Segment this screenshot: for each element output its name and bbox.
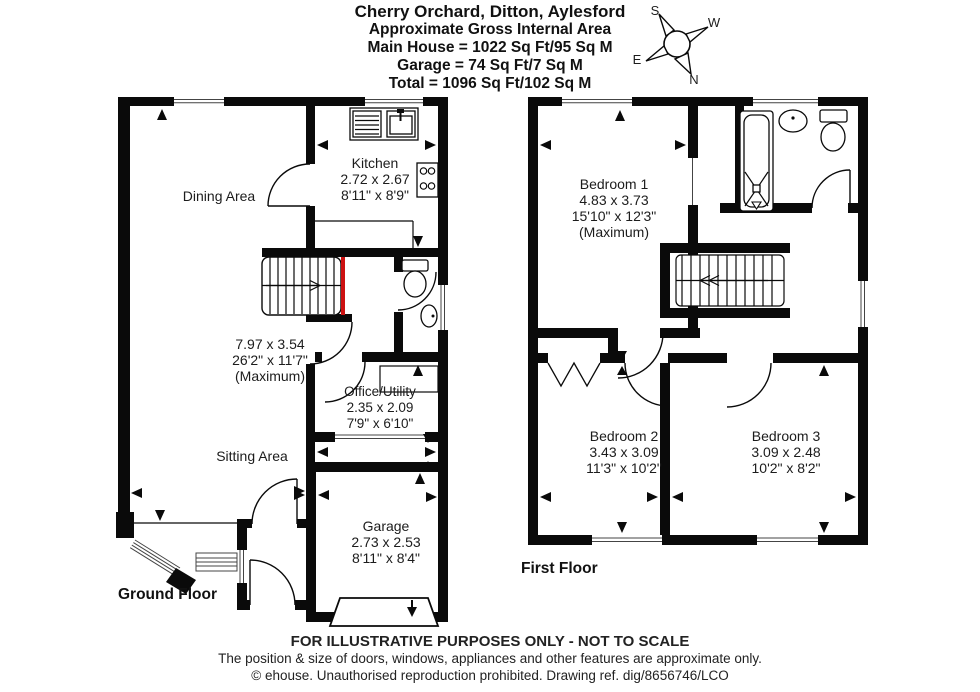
room-label-bedroom2: Bedroom 2 3.43 x 3.09 11'3" x 10'2" — [586, 428, 662, 476]
first-floor-windows — [562, 97, 868, 545]
bay-window — [129, 522, 238, 594]
area-total: Total = 1096 Sq Ft/102 Sq M — [388, 75, 592, 92]
room-dim-imperial: 8'11" x 8'4" — [352, 550, 420, 566]
room-dim-metric: 3.43 x 3.09 — [589, 444, 659, 460]
window-porch-left — [237, 550, 247, 583]
plan-subtitle: Approximate Gross Internal Area — [368, 21, 612, 38]
ground-floor-doors — [249, 163, 437, 606]
ground-floor-walls — [116, 97, 448, 622]
compass-south: S — [650, 3, 660, 18]
front-door-arc — [249, 559, 296, 606]
ground-floor-staircase — [261, 256, 345, 316]
wc-toilet — [401, 259, 429, 298]
window-bedroom3-bottom — [757, 535, 818, 545]
room-label-office: Office/Utility 2.35 x 2.09 7'9" x 6'10" — [344, 384, 416, 432]
room-dim-metric: 2.73 x 2.53 — [351, 534, 421, 550]
bedroom2-door-arc — [624, 362, 669, 407]
compass-north: N — [689, 72, 699, 87]
room-dim-metric: 7.97 x 3.54 — [235, 336, 305, 352]
window-wc-right — [438, 285, 448, 330]
room-label-sitting: Sitting Area — [216, 448, 288, 464]
room-dim-imperial: 26'2" x 11'7" — [232, 352, 308, 368]
room-name: Garage — [362, 518, 410, 534]
window-bedroom1-top — [562, 97, 632, 106]
room-dim-metric: 3.09 x 2.48 — [751, 444, 821, 460]
plan-title: Cherry Orchard, Ditton, Aylesford — [354, 2, 626, 21]
ground-floor-caption: Ground Floor — [118, 586, 218, 603]
hall-door-arc — [309, 321, 353, 365]
window-kitchen-top — [365, 97, 423, 106]
window-bedroom2-bottom — [592, 535, 662, 545]
stair-red-line — [341, 257, 345, 315]
room-dim-imperial: 15'10" x 12'3" — [571, 208, 657, 224]
room-dim-note: (Maximum) — [235, 368, 305, 384]
area-main-house: Main House = 1022 Sq Ft/95 Sq M — [367, 39, 613, 56]
first-floor-doors — [547, 169, 851, 408]
wc-door-arc — [397, 271, 437, 311]
area-garage: Garage = 74 Sq Ft/7 Sq M — [397, 57, 583, 74]
room-name: Sitting Area — [216, 448, 288, 464]
first-floor-arrows — [540, 110, 856, 533]
room-name: Office/Utility — [344, 384, 416, 399]
room-name: Bedroom 1 — [579, 176, 649, 192]
tap-icon — [397, 109, 404, 113]
footer-disclaimer: FOR ILLUSTRATIVE PURPOSES ONLY - NOT TO … — [290, 633, 690, 650]
room-dim-imperial: 8'11" x 8'9" — [341, 187, 409, 203]
kitchen-hob — [416, 162, 439, 198]
room-dim-metric: 2.35 x 2.09 — [346, 400, 414, 415]
bedroom1-wall-break — [688, 158, 698, 205]
bathroom-basin — [778, 109, 808, 133]
window-landing-right — [858, 281, 868, 327]
room-label-dining: Dining Area — [183, 188, 255, 204]
office-door-arc — [324, 361, 366, 403]
room-dim-metric: 2.72 x 2.67 — [340, 171, 410, 187]
compass-west: W — [707, 15, 721, 30]
ground-floor-windows — [174, 97, 448, 583]
room-label-living-dims: 7.97 x 3.54 26'2" x 11'7" (Maximum) — [232, 336, 308, 384]
bathtub — [739, 110, 774, 212]
bay-stub — [166, 568, 196, 594]
first-floor-caption: First Floor — [521, 560, 598, 577]
room-name: Dining Area — [182, 188, 256, 204]
first-floor-staircase — [675, 254, 785, 307]
room-name: Bedroom 3 — [751, 428, 821, 444]
room-label-bedroom1: Bedroom 1 4.83 x 3.73 15'10" x 12'3" (Ma… — [572, 176, 657, 240]
compass-east: E — [632, 52, 642, 67]
room-dim-imperial: 10'2" x 8'2" — [751, 460, 821, 476]
room-label-garage: Garage 2.73 x 2.53 8'11" x 8'4" — [351, 518, 420, 566]
bathroom-door-arc — [811, 169, 851, 209]
window-bathroom-top — [753, 97, 818, 106]
room-dim-imperial: 11'3" x 10'2" — [586, 460, 662, 476]
footer-note: The position & size of doors, windows, a… — [218, 651, 762, 666]
room-dim-metric: 4.83 x 3.73 — [579, 192, 649, 208]
ground-floor-arrows — [131, 109, 437, 521]
room-label-bedroom3: Bedroom 3 3.09 x 2.48 10'2" x 8'2" — [751, 428, 820, 476]
footer-copyright: © ehouse. Unauthorised reproduction proh… — [251, 668, 729, 683]
closet-bifold-doors — [547, 361, 601, 388]
window-dining-top — [174, 97, 224, 106]
bedroom1-door-arc — [617, 332, 664, 379]
bedroom3-door-arc — [726, 362, 772, 408]
compass-rose — [645, 13, 709, 76]
kitchen-sink-unit — [349, 107, 419, 141]
sitting-porch-door-arc — [251, 478, 298, 525]
garage-door — [328, 597, 440, 627]
room-dim-note: (Maximum) — [578, 224, 649, 240]
room-label-kitchen: Kitchen 2.72 x 2.67 8'11" x 8'9" — [340, 155, 409, 203]
window-office-bottom — [335, 432, 425, 442]
office-counter — [379, 365, 439, 393]
room-name: Bedroom 2 — [589, 428, 659, 444]
kitchen-door-arc — [267, 163, 311, 207]
bathroom-toilet — [819, 109, 848, 152]
room-dim-imperial: 7'9" x 6'10" — [346, 416, 414, 431]
wc-basin — [420, 304, 438, 328]
room-name: Kitchen — [351, 155, 399, 171]
